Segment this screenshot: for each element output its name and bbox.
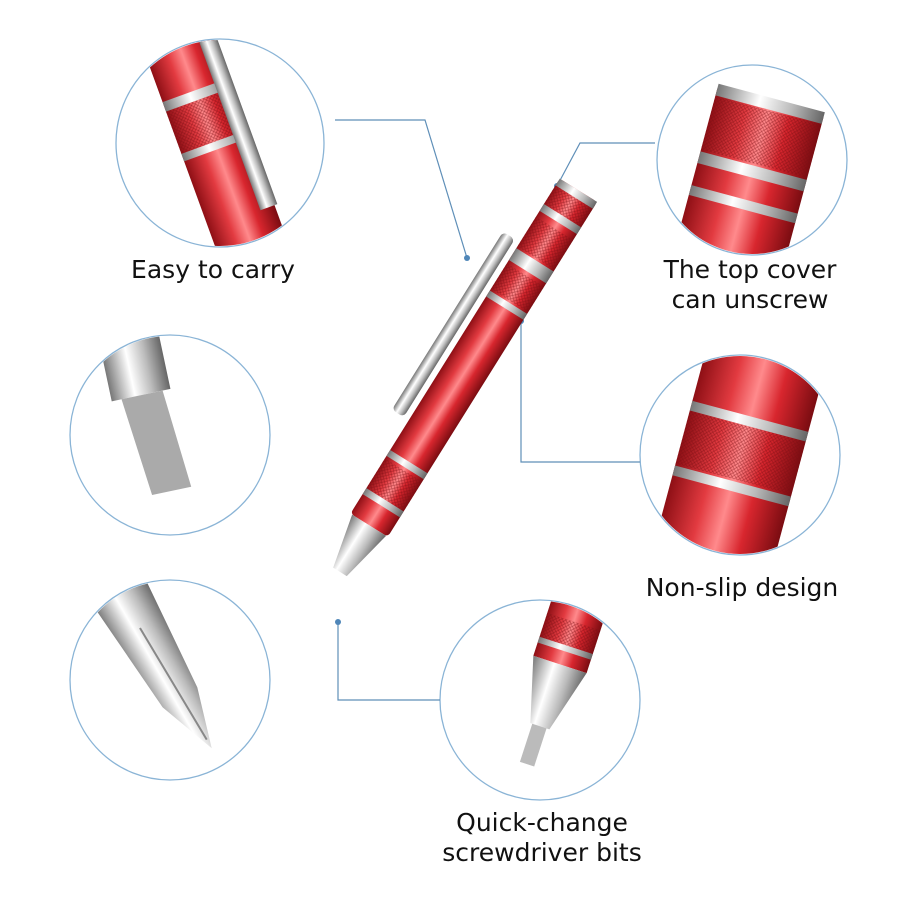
clip-detail (143, 25, 289, 267)
tip-detail (519, 598, 606, 767)
label-quick-change-line1: Quick-change (456, 808, 628, 837)
label-non-slip: Non-slip design (645, 573, 839, 602)
connector-lines (335, 119, 655, 701)
label-top-cover-line2: can unscrew (671, 285, 829, 314)
pen-screwdriver (333, 178, 598, 577)
label-top-cover-line1: The top cover (663, 255, 837, 284)
top-cover-detail (673, 83, 825, 276)
label-easy-to-carry: Easy to carry (131, 255, 295, 284)
phillips-bit-detail (89, 569, 212, 749)
non-slip-detail (649, 333, 828, 577)
label-quick-change-line2: screwdriver bits (442, 838, 642, 867)
